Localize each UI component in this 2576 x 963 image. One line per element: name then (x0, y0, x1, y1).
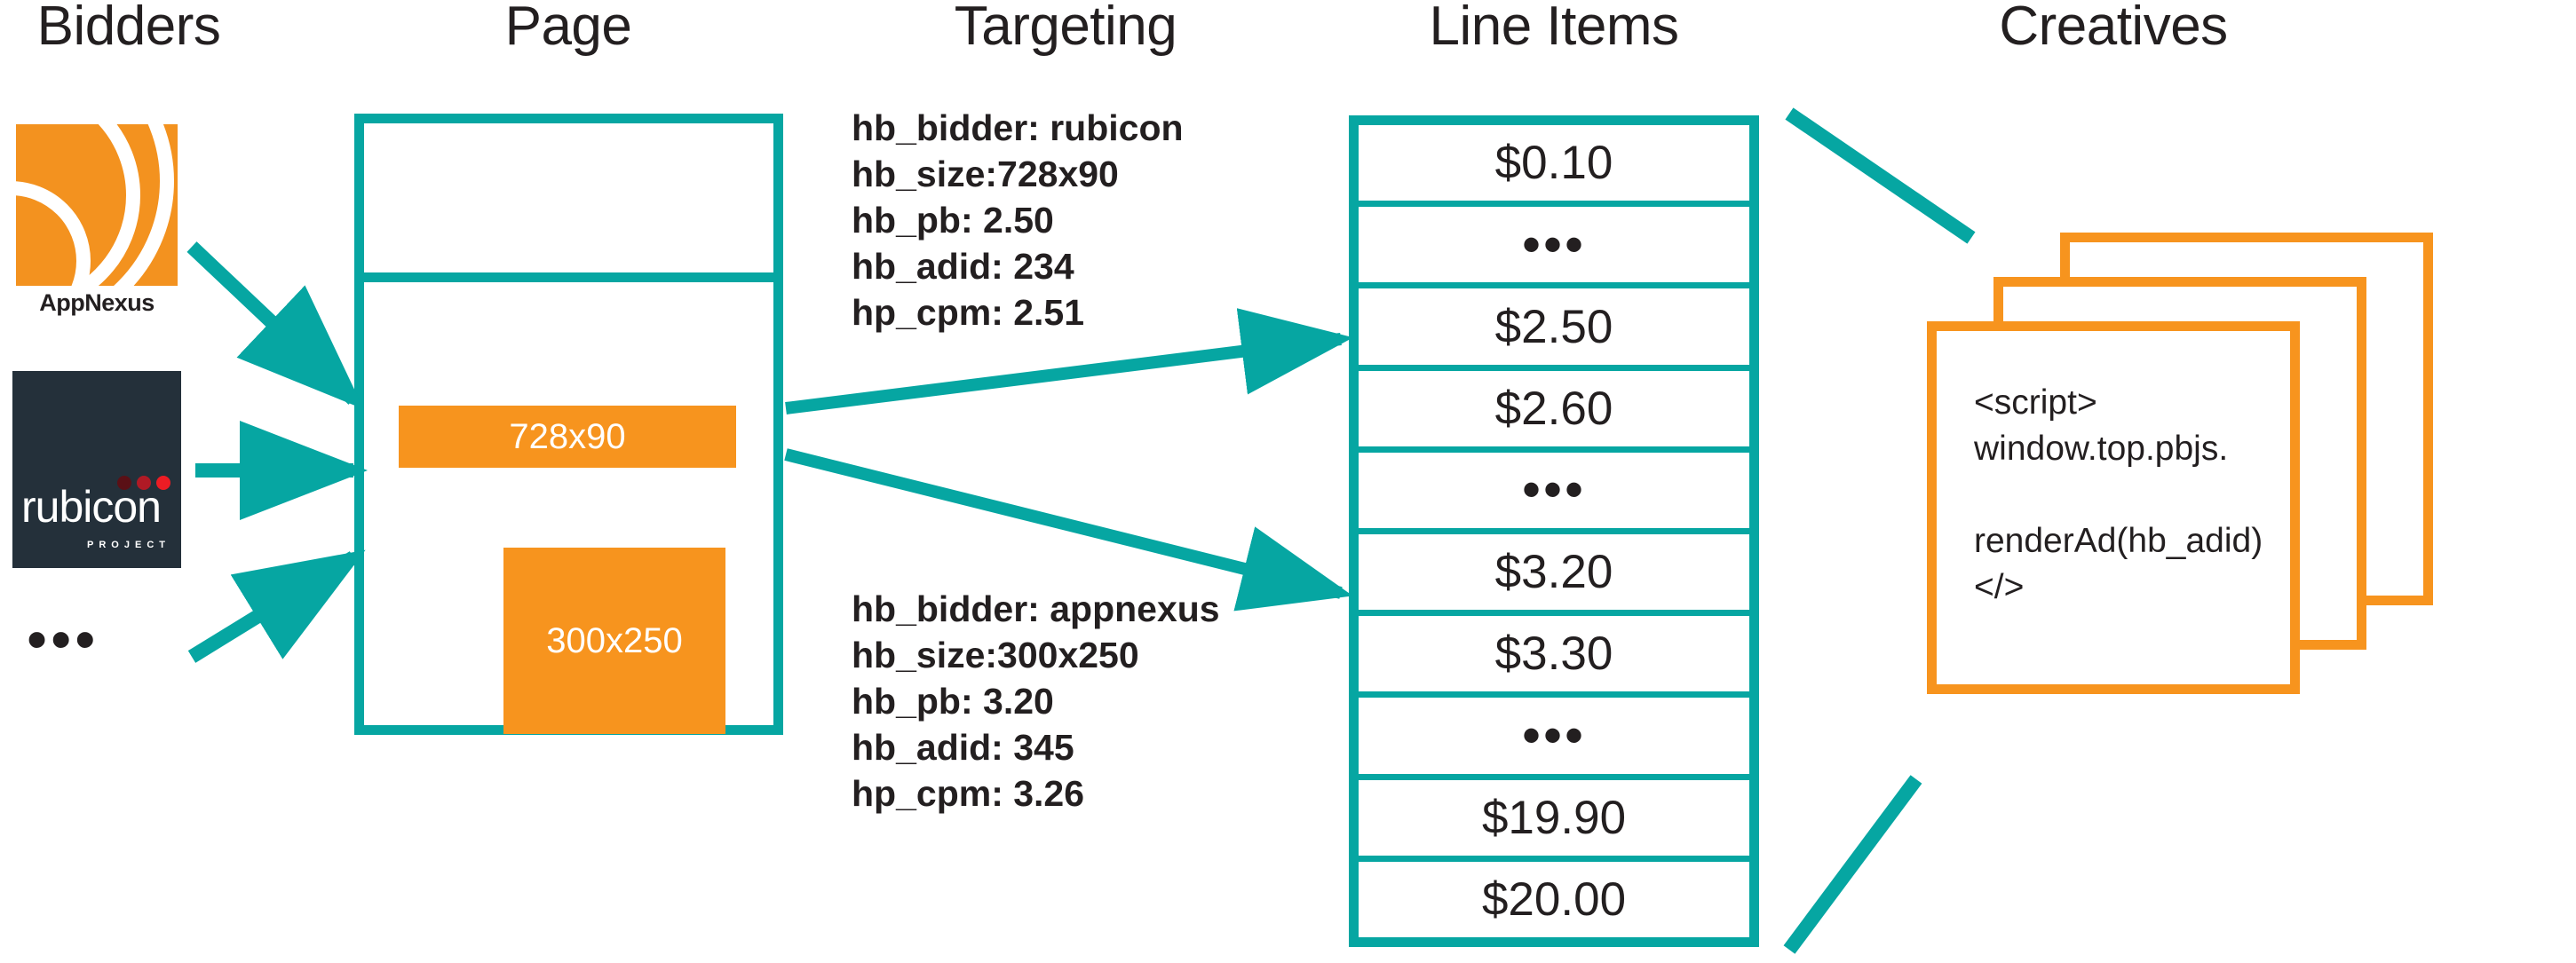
rubicon-project-logo-icon: rubicon PROJECT (12, 371, 181, 568)
line-item-row[interactable]: $2.50 (1359, 288, 1749, 371)
line-item-row: ••• (1359, 207, 1749, 289)
appnexus-logo-icon (16, 124, 178, 286)
rubicon-dot-1 (117, 476, 131, 490)
column-title-creatives: Creatives (1999, 0, 2228, 57)
line-item-row[interactable]: $2.60 (1359, 371, 1749, 453)
targeting-line-hb-adid: hb_adid: 234 (852, 246, 1074, 287)
targeting-line-hp-cpm: hp_cpm: 2.51 (852, 292, 1085, 333)
appnexus-arc-3 (16, 124, 174, 286)
rubicon-dot-3 (156, 476, 170, 490)
line-item-row[interactable]: $20.00 (1481, 872, 1627, 926)
arrow-page-to-line-item-320 (784, 448, 1353, 612)
targeting-line-hb-bidder: hb_bidder: rubicon (852, 107, 1184, 148)
bidders-column: AppNexus rubicon PROJECT ••• (0, 0, 320, 963)
targeting-line-hb-size: hb_size:728x90 (852, 154, 1119, 194)
column-title-page: Page (504, 0, 632, 57)
line-item-row[interactable]: $19.90 (1359, 780, 1749, 862)
targeting-line-hp-cpm: hp_cpm: 3.26 (852, 773, 1085, 814)
connector-line-items-to-creatives-bottom (1783, 775, 1922, 954)
line-item-row: ••• (1359, 453, 1749, 535)
creative-code-snippet: <script> window.top.pbjs. renderAd(hb_ad… (1974, 383, 2263, 606)
column-title-line-items: Line Items (1429, 0, 1679, 57)
column-title-targeting: Targeting (954, 0, 1177, 57)
appnexus-label: AppNexus (39, 289, 155, 316)
bidders-more-ellipsis: ••• (27, 606, 99, 672)
line-item-row[interactable]: $3.30 (1359, 616, 1749, 699)
rubicon-subwordmark: PROJECT (87, 540, 170, 550)
targeting-line-hb-adid: hb_adid: 345 (852, 727, 1074, 768)
targeting-block-rubicon: hb_bidder: rubicon hb_size:728x90 hb_pb:… (852, 105, 1184, 335)
line-item-row: ••• (1359, 698, 1749, 780)
line-items-table: $0.10 ••• $2.50 $2.60 ••• $3.20 $3.30 ••… (1349, 115, 1759, 947)
targeting-line-hb-pb: hb_pb: 2.50 (852, 200, 1054, 241)
creative-card-front[interactable]: <script> window.top.pbjs. renderAd(hb_ad… (1927, 321, 2300, 694)
targeting-line-hb-bidder: hb_bidder: appnexus (852, 588, 1220, 629)
line-item-row[interactable]: $0.10 (1359, 125, 1749, 208)
line-item-row[interactable]: $3.20 (1359, 534, 1749, 617)
connector-line-items-to-creatives-top (1785, 107, 1976, 244)
ad-slot-728x90[interactable]: 728x90 (399, 406, 736, 468)
page-header-divider (364, 272, 773, 282)
ad-slot-300x250[interactable]: 300x250 (503, 548, 725, 734)
targeting-line-hb-size: hb_size:300x250 (852, 635, 1139, 675)
rubicon-dot-2 (137, 476, 151, 490)
arrow-page-to-line-item-250 (785, 308, 1353, 414)
page-box: 728x90 300x250 (354, 114, 783, 735)
targeting-block-appnexus: hb_bidder: appnexus hb_size:300x250 hb_p… (852, 586, 1220, 817)
creatives-stack: <script> window.top.pbjs. renderAd(hb_ad… (1927, 233, 2460, 738)
targeting-line-hb-pb: hb_pb: 3.20 (852, 681, 1054, 722)
rubicon-wordmark: rubicon (21, 482, 162, 532)
column-title-bidders: Bidders (36, 0, 221, 57)
